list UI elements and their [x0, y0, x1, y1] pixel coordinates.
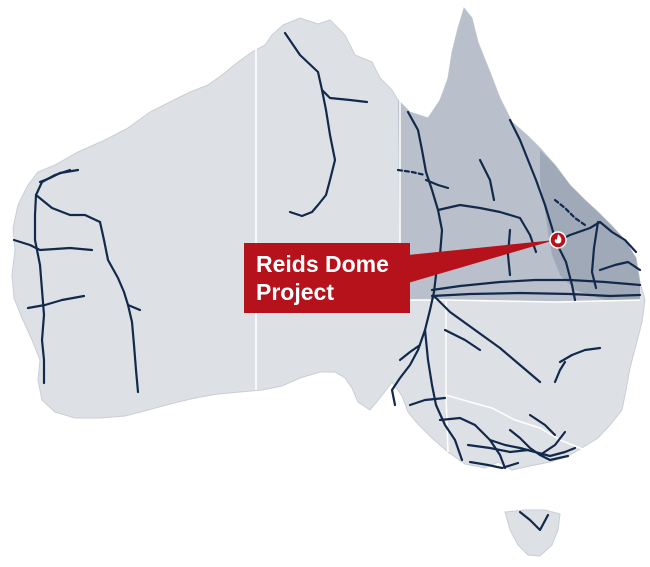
project-callout-label[interactable]: Reids Dome Project	[244, 243, 410, 313]
callout-line-1: Reids Dome	[256, 251, 389, 277]
tasmania	[504, 509, 561, 557]
flame-icon	[554, 234, 562, 244]
callout-line-2: Project	[256, 279, 334, 305]
project-marker[interactable]	[549, 231, 567, 249]
pipeline-network	[12, 31, 642, 532]
callout-pointer	[408, 240, 555, 283]
